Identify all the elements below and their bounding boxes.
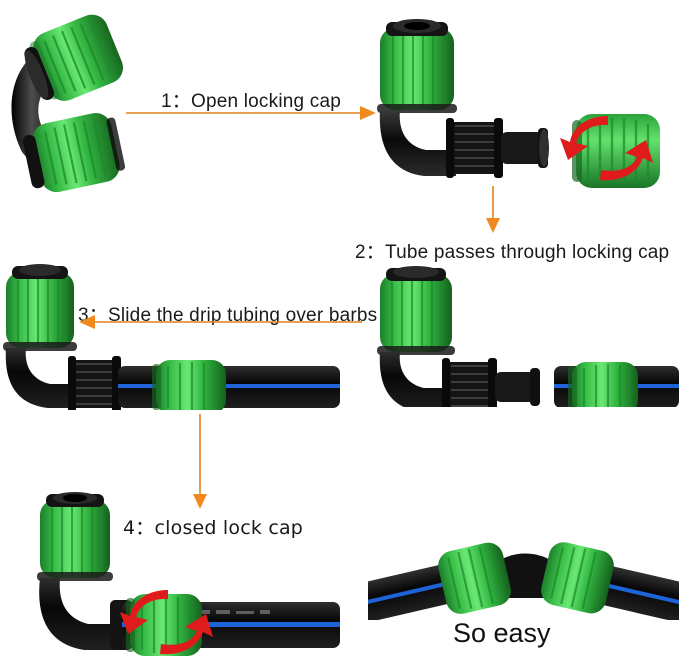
panel-elbow-barb-and-detached-cap [360, 10, 679, 195]
elbow-assembly-2-svg [377, 19, 660, 188]
tube-with-cap-3 [554, 362, 679, 414]
rotation-arrow-icon [560, 116, 653, 181]
elbow-body-5 [39, 578, 132, 650]
cap-upper [24, 14, 123, 101]
elbow-assembly-3-svg [377, 266, 679, 416]
tube-assembled-4 [118, 360, 340, 414]
step-2-arrow-down [486, 186, 500, 233]
cap-top-vertical-3 [377, 266, 455, 355]
rotation-arrow-icon [120, 590, 213, 655]
cap-top-vertical-4 [3, 264, 77, 351]
elbow-barb-body [379, 110, 549, 178]
final-assembly-svg [337, 542, 679, 629]
detached-cap-with-rotation [560, 114, 660, 188]
elbow-barb-body-3 [379, 352, 540, 416]
elbow-assembly-4-svg [3, 264, 340, 414]
panel-final-assembly [337, 528, 679, 629]
step-2-label: 2：Tube passes through locking cap [355, 242, 670, 263]
cap-lower [22, 112, 126, 193]
panel-final-tighten [10, 490, 340, 661]
step-1-arrow-right [126, 106, 376, 120]
cap-top-vertical-5 [37, 492, 113, 581]
step-4-arrow-down [193, 414, 207, 509]
panel-elbow-with-tube-inserted [0, 260, 340, 414]
elbow-barb-body-4 [5, 348, 121, 412]
panel-elbow-with-cap-closed [0, 0, 150, 200]
cap-left-6 [438, 542, 511, 614]
step-1-label: 1：Open locking cap [161, 91, 341, 112]
cap-right-6 [541, 542, 614, 614]
step-3-arrow-left [79, 315, 362, 329]
elbow-assembly-5-svg [37, 492, 340, 656]
step-4-label: 4：closed lock cap [123, 517, 304, 539]
tube-assembled-5 [120, 590, 340, 656]
cap-top-vertical [377, 19, 457, 113]
elbow-assembly-1-svg [11, 14, 126, 193]
final-caption: So easy [453, 618, 551, 648]
step-3-label: 3：Slide the drip tubing over barbs [78, 305, 378, 326]
panel-elbow-barb-with-tube-and-cap [358, 262, 679, 416]
